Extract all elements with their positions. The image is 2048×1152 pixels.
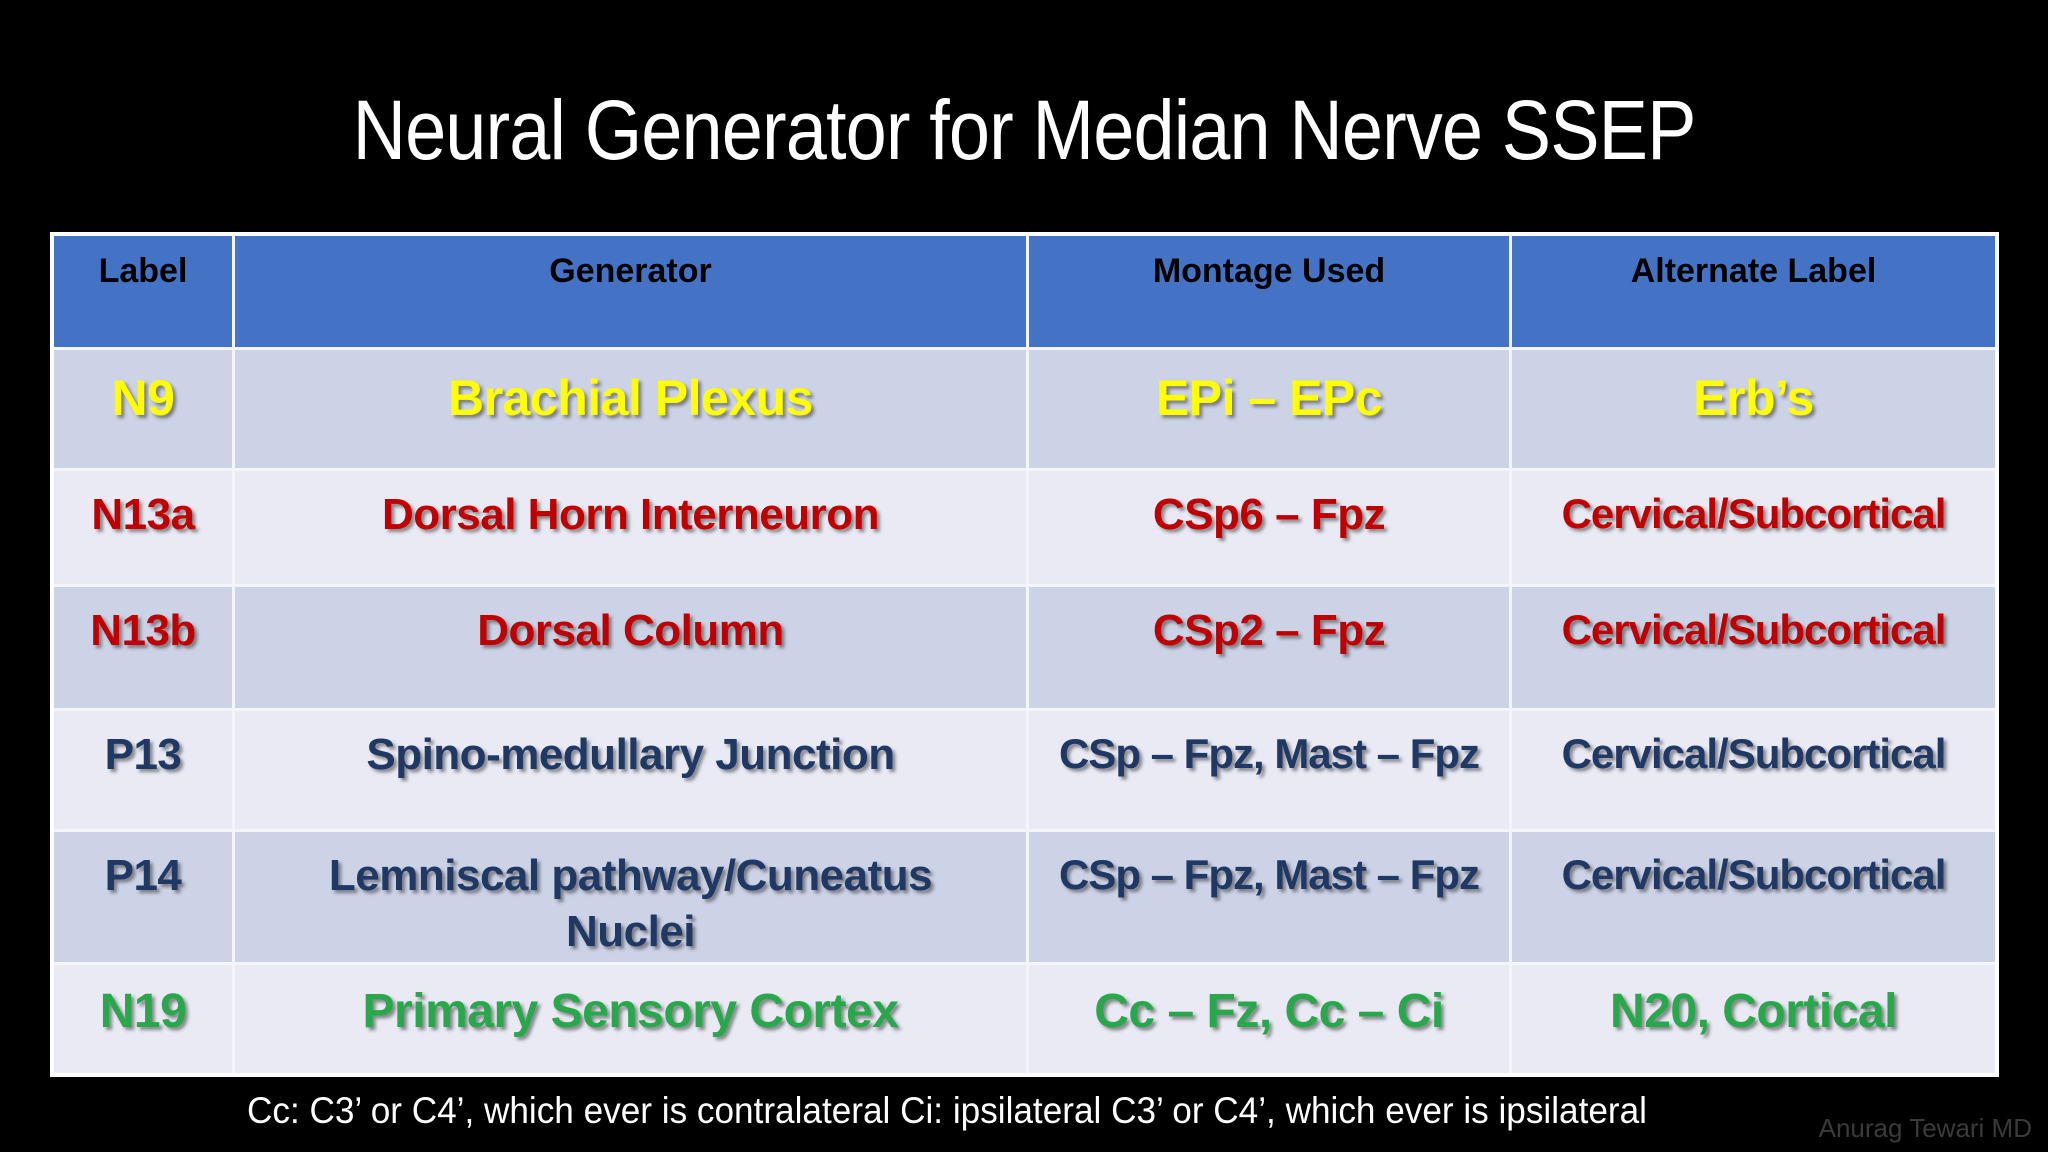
- cell-p14-generator-text: Lemniscal pathway/Cuneatus Nuclei: [328, 851, 933, 957]
- cell-p13-montage: CSp – Fpz, Mast – Fpz: [1029, 711, 1509, 829]
- cell-p14-alternate: Cervical/Subcortical: [1512, 832, 1995, 962]
- cell-n13b-montage: CSp2 – Fpz: [1029, 587, 1509, 708]
- column-header-montage-used: Montage Used: [1029, 236, 1509, 347]
- cell-p14-generator: Lemniscal pathway/Cuneatus Nuclei: [235, 832, 1026, 962]
- cell-n13b-alternate: Cervical/Subcortical: [1512, 587, 1995, 708]
- cell-n9-label: N9: [54, 350, 232, 468]
- cell-n13a-label: N13a: [54, 471, 232, 584]
- cell-n19-montage: Cc – Fz, Cc – Ci: [1029, 965, 1509, 1073]
- title-container: Neural Generator for Median Nerve SSEP: [0, 83, 2048, 177]
- ssep-generator-table: Label Generator Montage Used Alternate L…: [50, 232, 1999, 1077]
- cell-p13-generator: Spino-medullary Junction: [235, 711, 1026, 829]
- cell-n13a-montage: CSp6 – Fpz: [1029, 471, 1509, 584]
- cell-n13a-generator: Dorsal Horn Interneuron: [235, 471, 1026, 584]
- cell-n19-generator: Primary Sensory Cortex: [235, 965, 1026, 1073]
- cell-n9-alternate: Erb’s: [1512, 350, 1995, 468]
- cell-n19-alternate: N20, Cortical: [1512, 965, 1995, 1073]
- cell-p14-label: P14: [54, 832, 232, 962]
- cell-n9-generator: Brachial Plexus: [235, 350, 1026, 468]
- cell-p13-alternate: Cervical/Subcortical: [1512, 711, 1995, 829]
- watermark: Anurag Tewari MD: [1818, 1113, 2032, 1143]
- cell-p13-label: P13: [54, 711, 232, 829]
- cell-n13a-alternate: Cervical/Subcortical: [1512, 471, 1995, 584]
- column-header-label: Label: [54, 236, 232, 347]
- cell-n13b-label: N13b: [54, 587, 232, 708]
- cell-n19-label: N19: [54, 965, 232, 1073]
- cell-n13b-generator: Dorsal Column: [235, 587, 1026, 708]
- cell-n9-montage: EPi – EPc: [1029, 350, 1509, 468]
- slide-title: Neural Generator for Median Nerve SSEP: [352, 83, 1697, 177]
- column-header-alternate-label: Alternate Label: [1512, 236, 1995, 347]
- footnote: Cc: C3’ or C4’, which ever is contralate…: [247, 1090, 1647, 1131]
- column-header-generator: Generator: [235, 236, 1026, 347]
- cell-p14-montage: CSp – Fpz, Mast – Fpz: [1029, 832, 1509, 962]
